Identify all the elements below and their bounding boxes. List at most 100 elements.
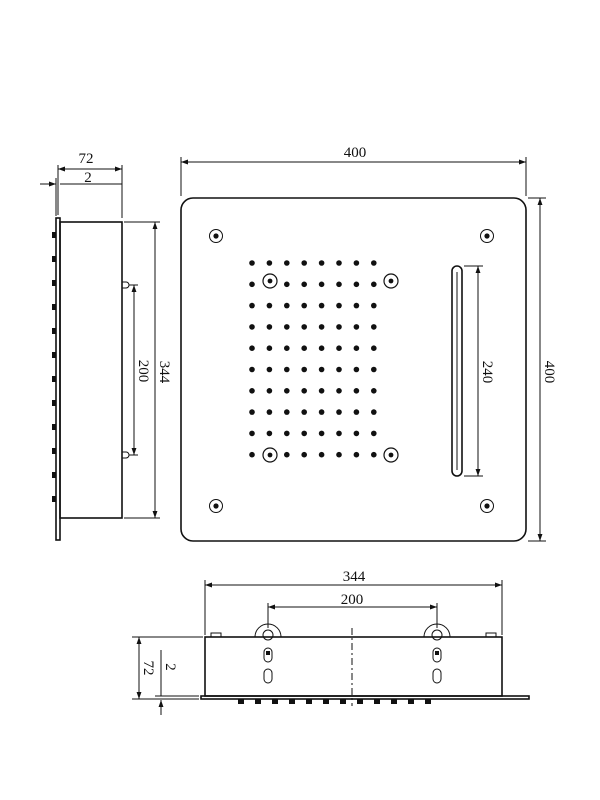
nozzle-dot: [284, 302, 290, 309]
nozzle-dot: [371, 366, 377, 373]
bottom-nozzle-bump: [289, 699, 295, 704]
side-nozzle-tip: [52, 304, 56, 310]
front-dim-slot: 240: [479, 361, 495, 384]
nozzle-dot: [318, 430, 325, 437]
nozzle-grid: [249, 260, 399, 463]
nozzle-dot: [353, 302, 360, 309]
nozzle-dot: [318, 302, 325, 309]
bottom-nozzle-bump: [272, 699, 278, 704]
nozzle-dot: [249, 388, 255, 394]
side-dim-depth: 72: [79, 151, 94, 167]
nozzle-dot: [249, 409, 255, 415]
nozzle-dot: [318, 260, 325, 266]
nozzle-dot: [266, 430, 273, 437]
nozzle-dot: [301, 345, 308, 352]
nozzle-dot: [301, 324, 308, 330]
bottom-dim-mount: 200: [341, 592, 364, 608]
nozzle-dot: [353, 281, 360, 288]
nozzle-dot: [266, 260, 273, 266]
side-nozzle-tip: [52, 472, 56, 478]
bottom-dim-depth: 72: [140, 661, 156, 676]
nozzle-dot: [371, 409, 377, 415]
nozzle-dot: [371, 324, 377, 330]
nozzle-dot: [284, 430, 290, 437]
bottom-nozzle-bump: [238, 699, 244, 704]
bottom-nozzle-bump: [340, 699, 346, 704]
bottom-nozzle-bump: [255, 699, 261, 704]
nozzle-dot: [266, 302, 273, 309]
nozzle-dot: [371, 281, 377, 288]
nozzle-dot: [336, 409, 342, 415]
nozzle-dot: [353, 345, 360, 352]
side-nozzle-tip: [52, 424, 56, 430]
nozzle-dot: [336, 430, 342, 437]
side-dim-plate: 2: [84, 170, 92, 186]
side-dim-mount: 200: [135, 360, 151, 383]
waterfall-slot: [451, 265, 463, 477]
side-nozzles: [52, 232, 56, 502]
bottom-dim-plate: 2: [162, 663, 178, 671]
bottom-nozzle-bump: [323, 699, 329, 704]
nozzle-dot: [371, 451, 377, 458]
nozzle-dot: [301, 430, 308, 437]
side-nozzle-tip: [52, 448, 56, 454]
corner-screw-tl: [209, 229, 223, 243]
bottom-nozzle-bump: [391, 699, 397, 704]
nozzle-dot: [301, 409, 308, 415]
nozzle-dot: [353, 451, 360, 458]
front-dim-height: 400: [541, 361, 557, 384]
nozzle-dot: [301, 366, 308, 373]
grid-screw-center: [388, 452, 394, 458]
nozzle-dot: [266, 345, 273, 352]
nozzle-dot: [371, 430, 377, 437]
side-view: 72 2 344 200: [40, 151, 172, 541]
nozzle-dot: [301, 281, 308, 288]
nozzle-dot: [249, 302, 255, 309]
nozzle-dot: [336, 388, 342, 394]
nozzle-dot: [318, 324, 325, 330]
nozzle-dot: [284, 281, 290, 288]
nozzle-dot: [301, 302, 308, 309]
nozzle-dot: [318, 281, 325, 288]
bottom-face-plate: [200, 695, 530, 700]
corner-screw-bl: [209, 499, 223, 513]
bottom-nozzle-bump: [374, 699, 380, 704]
front-dim-width: 400: [344, 145, 367, 161]
bottom-view: 344 200 72 2: [132, 569, 530, 715]
side-nozzle-tip: [52, 352, 56, 358]
nozzle-dot: [353, 430, 360, 437]
bottom-hook-left: [254, 623, 282, 684]
nozzle-dot: [266, 366, 273, 373]
nozzle-dot: [318, 451, 325, 458]
nozzle-dot: [336, 324, 342, 330]
side-hook-top: [122, 281, 130, 289]
nozzle-dot: [318, 366, 325, 373]
nozzle-dot: [301, 260, 308, 266]
grid-screw-center: [267, 278, 273, 284]
side-nozzle-tip: [52, 280, 56, 286]
nozzle-dot: [249, 324, 255, 330]
nozzle-dot: [336, 281, 342, 288]
front-view: 400 400 240: [180, 145, 557, 542]
nozzle-dot: [353, 409, 360, 415]
side-body: [59, 221, 123, 519]
nozzle-dot: [371, 302, 377, 309]
nozzle-dot: [301, 388, 308, 394]
corner-screw-br: [480, 499, 494, 513]
nozzle-dot: [249, 451, 255, 458]
side-nozzle-tip: [52, 232, 56, 238]
bottom-nozzle-bump: [357, 699, 363, 704]
bottom-nozzle-bump: [306, 699, 312, 704]
bottom-dim-width: 344: [343, 569, 366, 585]
nozzle-dot: [284, 324, 290, 330]
bottom-nozzle-bump: [408, 699, 414, 704]
nozzle-dot: [284, 366, 290, 373]
side-dim-height: 344: [156, 361, 172, 384]
grid-screw-center: [388, 278, 394, 284]
side-hook-bottom: [122, 451, 130, 459]
nozzle-dot: [249, 366, 255, 373]
nozzle-dot: [284, 388, 290, 394]
side-nozzle-tip: [52, 400, 56, 406]
nozzle-dot: [318, 388, 325, 394]
